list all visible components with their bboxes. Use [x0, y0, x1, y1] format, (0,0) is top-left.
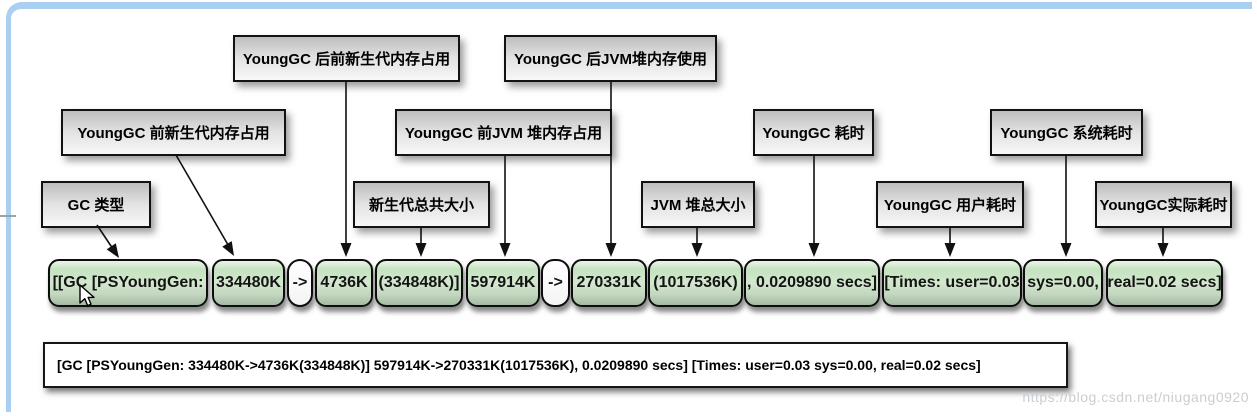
segment-gc-psyounggen: [[GC [PSYoungGen: — [48, 259, 208, 307]
label-younggc-user-time: YoungGC 用户耗时 — [876, 181, 1024, 228]
label-younggc-before-newgen: YoungGC 前新生代内存占用 — [61, 109, 286, 156]
label-younggc-before-heap: YoungGC 前JVM 堆内存占用 — [395, 109, 612, 156]
label-younggc-elapsed: YoungGC 耗时 — [753, 109, 874, 156]
segment-young-before: 334480K — [212, 259, 285, 307]
gc-log-line-text: [GC [PSYoungGen: 334480K->4736K(334848K)… — [57, 357, 981, 373]
segment-young-after: 4736K — [315, 259, 373, 307]
gc-log-line-box: [GC [PSYoungGen: 334480K->4736K(334848K)… — [43, 342, 1068, 388]
mouse-cursor-icon — [79, 284, 95, 307]
segment-times-user: [Times: user=0.03 — [882, 259, 1022, 307]
segment-arrow-op-2: -> — [541, 259, 570, 307]
label-younggc-real-time: YoungGC实际耗时 — [1095, 181, 1232, 228]
segment-heap-total: (1017536K) — [648, 259, 743, 307]
label-jvm-heap-total-size: JVM 堆总大小 — [641, 181, 755, 228]
label-gc-type: GC 类型 — [41, 181, 151, 228]
watermark-url: https://blog.csdn.net/niugang0920 — [1022, 389, 1249, 405]
segment-arrow-op-1: -> — [287, 259, 313, 307]
segment-young-total: (334848K)] — [375, 259, 463, 307]
label-younggc-after-newgen: YoungGC 后前新生代内存占用 — [233, 35, 460, 82]
segment-heap-before: 597914K — [466, 259, 540, 307]
segment-times-real: real=0.02 secs] — [1106, 259, 1223, 307]
segment-gc-duration: , 0.0209890 secs] — [744, 259, 880, 307]
label-newgen-total-size: 新生代总共大小 — [353, 181, 490, 228]
segment-heap-after: 270331K — [571, 259, 647, 307]
left-edge-tick — [0, 215, 16, 217]
segment-times-sys: sys=0.00, — [1023, 259, 1103, 307]
label-younggc-after-heap: YoungGC 后JVM堆内存使用 — [504, 35, 717, 82]
label-younggc-sys-time: YoungGC 系统耗时 — [990, 109, 1143, 156]
